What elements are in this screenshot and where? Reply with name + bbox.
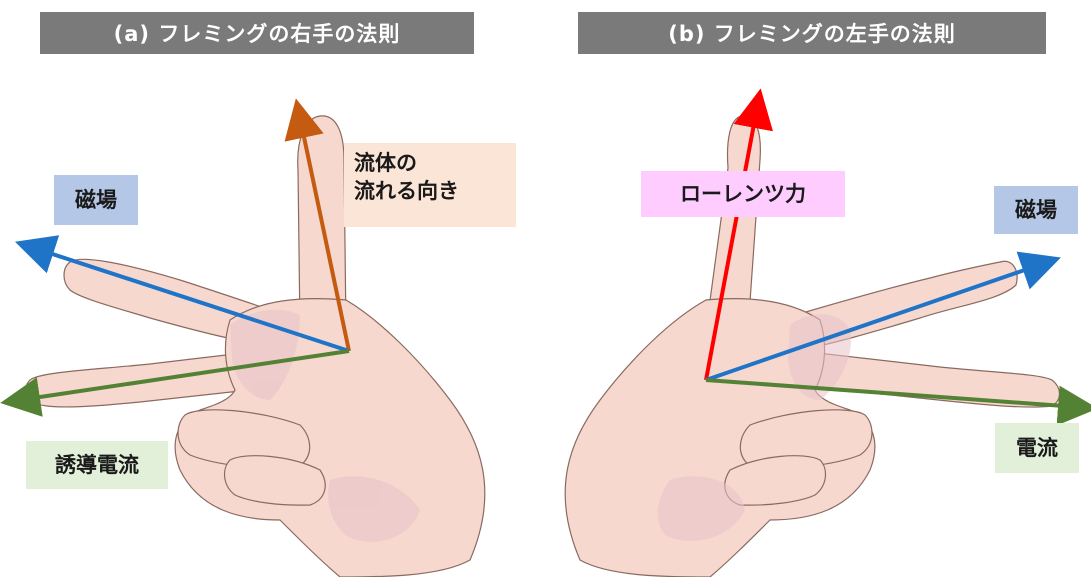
right-hand-shading [230, 309, 420, 542]
label-a-flow-line1: 流体の [354, 151, 417, 175]
panel-b-title: (b) フレミングの左手の法則 [578, 12, 1046, 54]
arrow-a-current [0, 349, 350, 417]
arrow-a-magnetic [14, 235, 350, 353]
label-a-magnetic-text: 磁場 [75, 187, 117, 212]
label-b-current-text: 電流 [1016, 435, 1058, 460]
label-a-magnetic: 磁場 [54, 175, 138, 225]
panel-a-title: (a) フレミングの右手の法則 [40, 12, 474, 54]
label-b-force-text: ローレンツ力 [680, 181, 806, 206]
label-b-current: 電流 [995, 423, 1079, 473]
label-a-flow: 流体の 流れる向き [344, 143, 516, 227]
arrow-b-magnetic [705, 251, 1061, 382]
label-a-current-text: 誘導電流 [55, 452, 139, 477]
label-b-magnetic: 磁場 [994, 186, 1078, 234]
arrow-b-current [705, 378, 1091, 426]
arrow-a-flow [284, 98, 351, 352]
label-b-force: ローレンツ力 [641, 171, 845, 217]
label-b-magnetic-text: 磁場 [1015, 197, 1057, 222]
label-a-flow-line2: 流れる向き [354, 179, 459, 204]
arrow-b-force [704, 88, 773, 381]
label-a-current: 誘導電流 [26, 441, 168, 489]
